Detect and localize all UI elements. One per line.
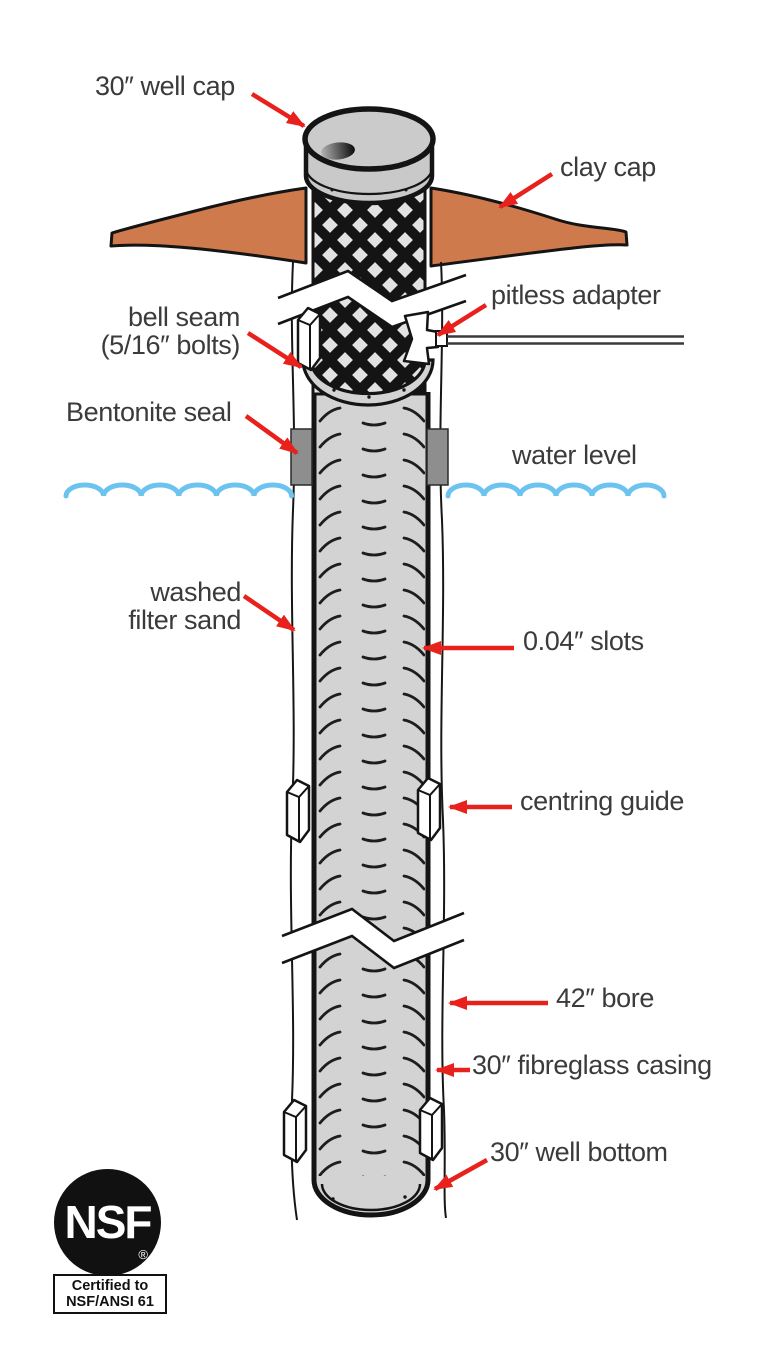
- label-washed-filter-sand-line1: washed: [150, 577, 241, 607]
- label-casing: 30″ fibreglass casing: [472, 1050, 712, 1080]
- nsf-registered-symbol: ®: [138, 1247, 148, 1262]
- nsf-cert-line1: Certified to: [71, 1278, 149, 1294]
- nsf-certification-box: Certified to NSF/ANSI 61: [53, 1274, 167, 1314]
- label-bentonite-seal: Bentonite seal: [66, 397, 232, 427]
- label-clay-cap: clay cap: [560, 152, 656, 182]
- label-bell-seam: bell seam (5/16″ bolts): [100, 302, 241, 360]
- nsf-logo: NSF ®: [54, 1169, 161, 1276]
- casing-body: [311, 392, 431, 1218]
- label-washed-filter-sand-line2: filter sand: [128, 605, 241, 635]
- bell-seam-shape: [301, 358, 435, 407]
- slot-pattern: [317, 398, 425, 1176]
- label-bell-seam-line1: bell seam: [128, 302, 240, 332]
- clay-cap-shape: [109, 186, 629, 268]
- bentonite-seal-shape: [290, 428, 449, 486]
- pitless-adapter-shape: [402, 310, 684, 366]
- label-well-cap: 30″ well cap: [95, 71, 235, 101]
- well-cap-shape: [302, 106, 436, 206]
- cap-vent-hole: [321, 142, 355, 160]
- nsf-cert-line2: NSF/ANSI 61: [66, 1294, 154, 1310]
- pipe-break-lower: [281, 907, 465, 970]
- label-well-bottom: 30″ well bottom: [490, 1137, 668, 1167]
- label-centring-guide: centring guide: [520, 786, 685, 816]
- label-washed-filter-sand: washed filter sand: [128, 578, 241, 634]
- label-pitless-adapter: pitless adapter: [491, 280, 661, 310]
- leader-arrows: [242, 92, 554, 1191]
- label-water-level: water level: [512, 440, 637, 470]
- label-slots: 0.04″ slots: [523, 626, 644, 656]
- label-bore: 42″ bore: [556, 983, 654, 1013]
- nsf-logo-text: NSF: [64, 1196, 153, 1248]
- water-level-waves: [63, 482, 667, 499]
- label-bell-seam-line2: (5/16″ bolts): [100, 330, 241, 360]
